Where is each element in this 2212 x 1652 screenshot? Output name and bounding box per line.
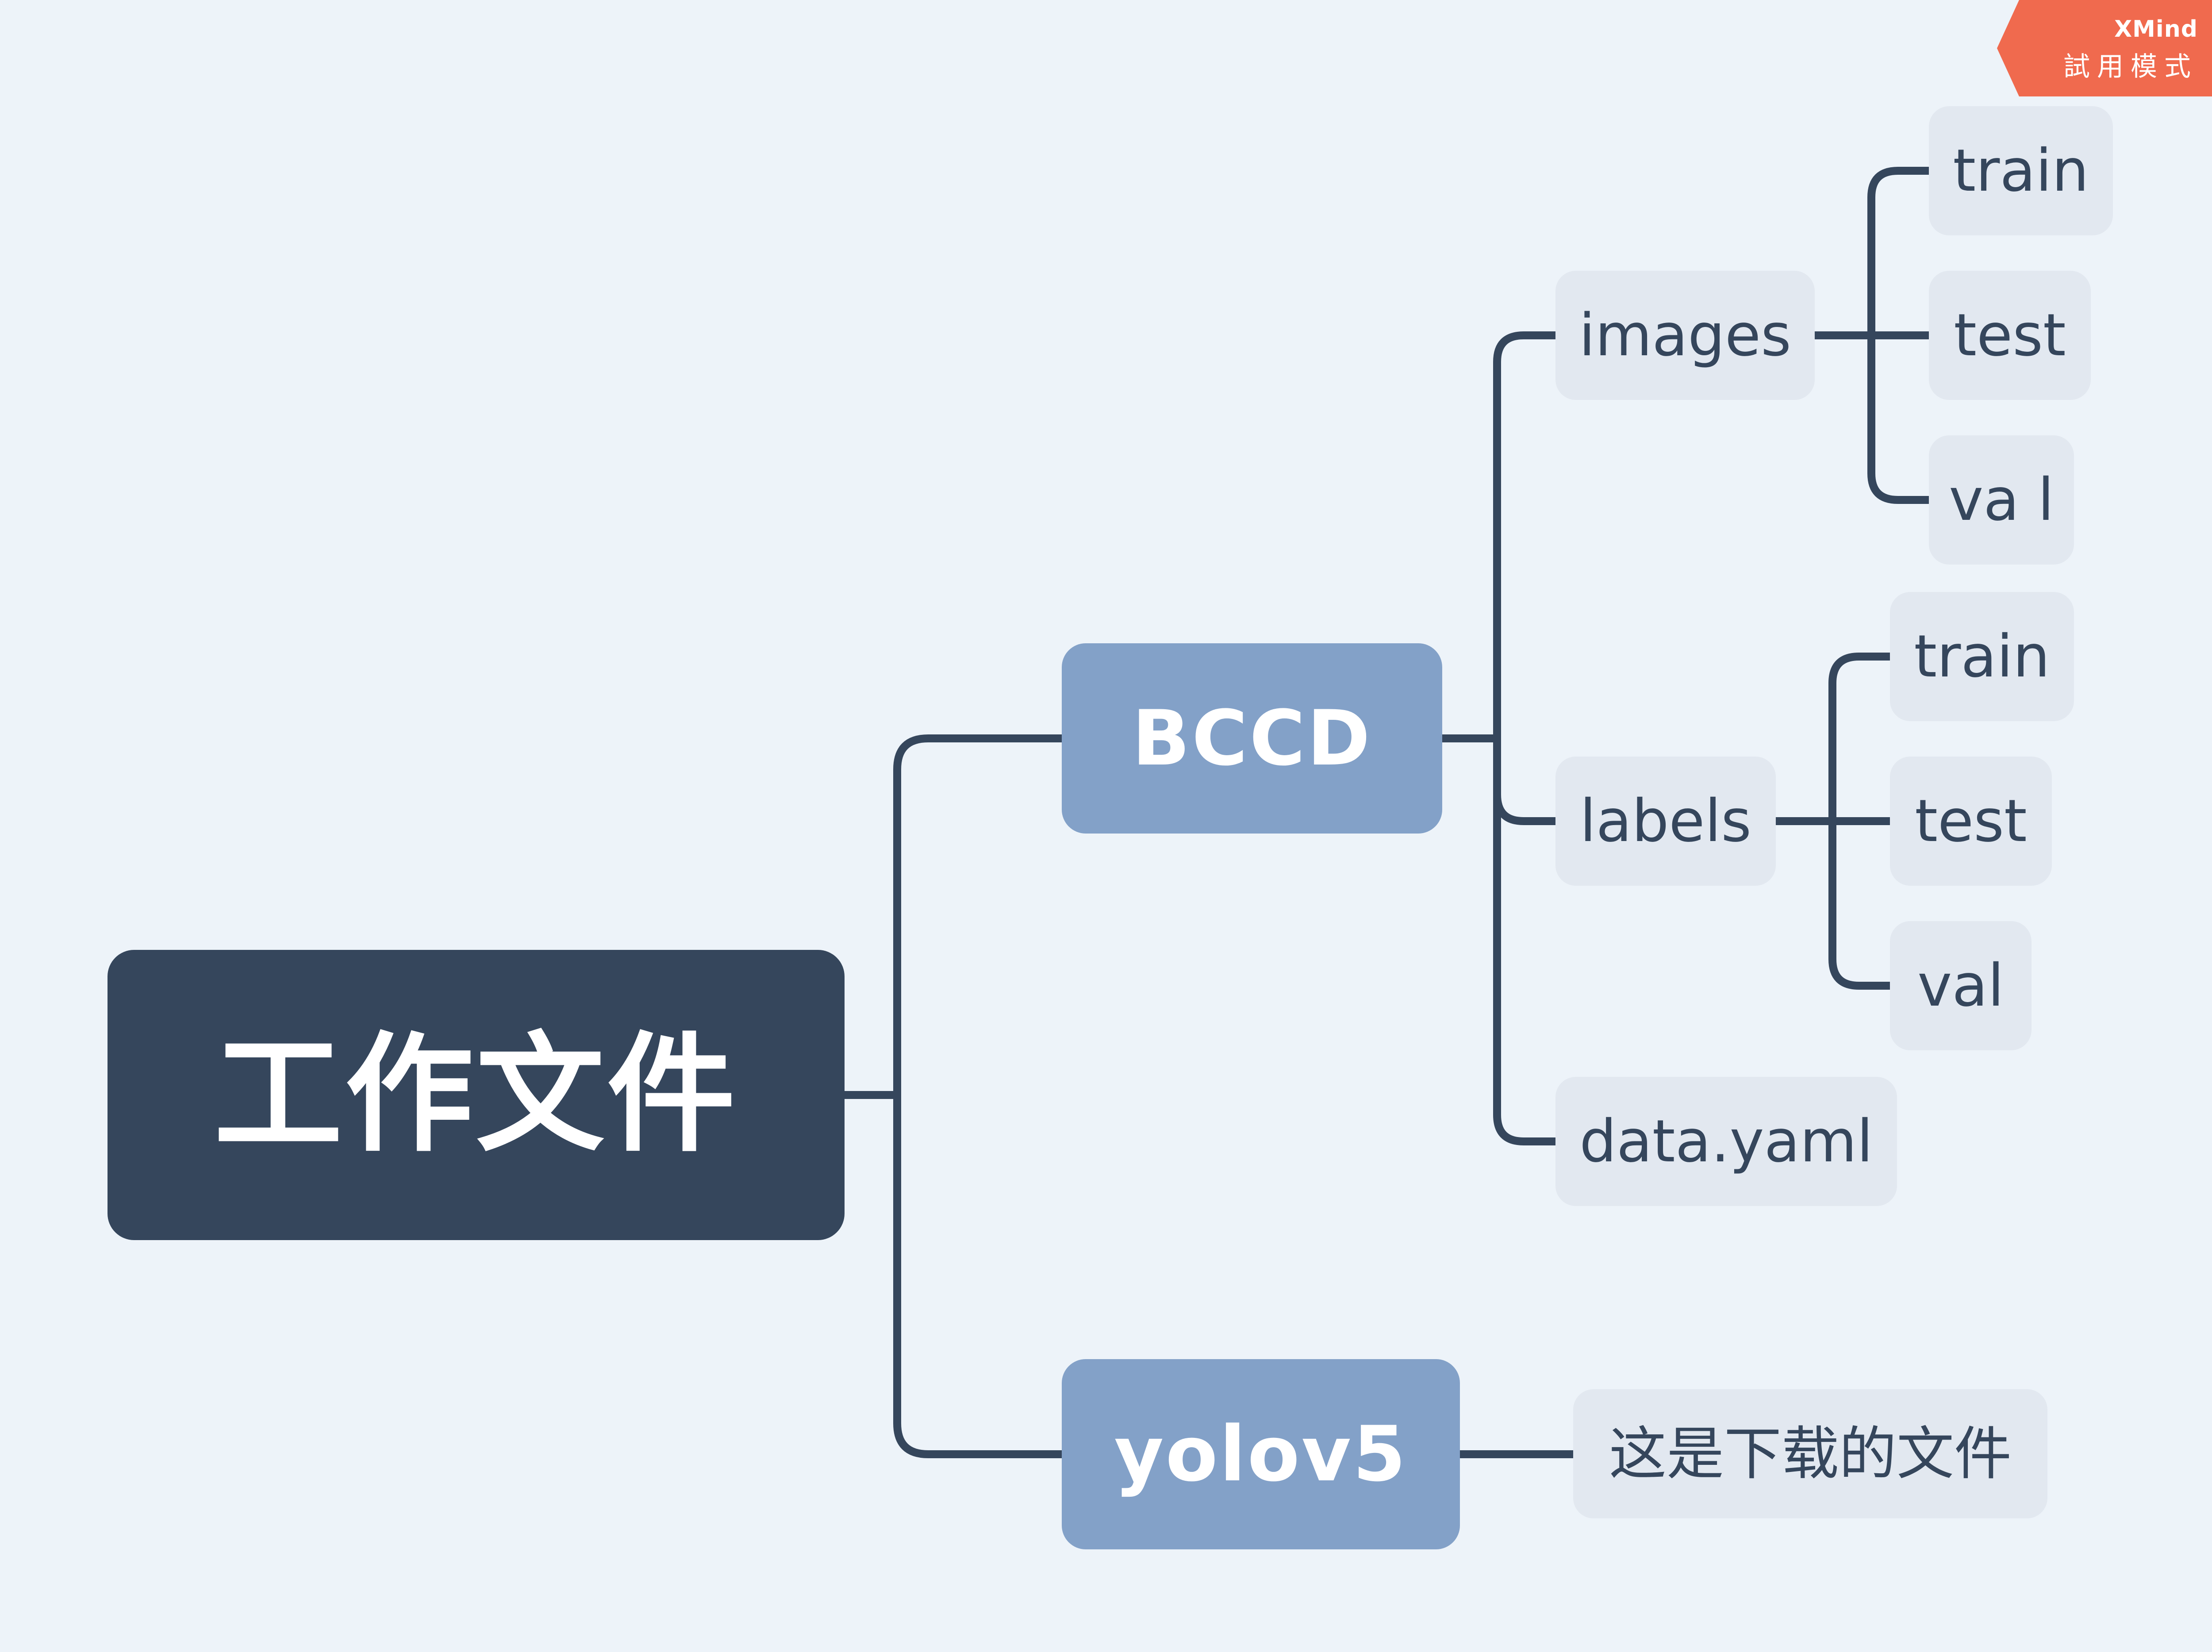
subtopic-data-yaml-label: data.yaml (1579, 1107, 1873, 1176)
trial-badge-brand: XMind (2114, 16, 2198, 42)
main-topic-yolov5[interactable]: yolov5 (1062, 1359, 1460, 1549)
main-topic-bccd-label: BCCD (1132, 694, 1372, 783)
subtopic-labels-test[interactable]: test (1890, 757, 2052, 886)
subtopic-yolov5-note-label: 这是下载的文件 (1609, 1420, 2012, 1487)
subtopic-labels-val-label: val (1917, 952, 2004, 1020)
main-topic-yolov5-label: yolov5 (1114, 1410, 1408, 1498)
subtopic-images-test-label: test (1954, 301, 2066, 369)
subtopic-images-val-label: va l (1949, 466, 2054, 534)
subtopic-images-val[interactable]: va l (1929, 435, 2074, 565)
subtopic-images-label: images (1579, 301, 1791, 369)
subtopic-yolov5-note[interactable]: 这是下载的文件 (1573, 1389, 2047, 1518)
subtopic-labels-test-label: test (1915, 787, 2027, 855)
subtopic-labels-label: labels (1579, 787, 1751, 855)
subtopic-images-test[interactable]: test (1929, 271, 2091, 400)
root-topic[interactable]: 工作文件 (108, 950, 845, 1240)
connector-bccd-labels (1493, 791, 1559, 825)
subtopic-labels-train[interactable]: train (1890, 592, 2074, 721)
subtopic-labels-val[interactable]: val (1890, 921, 2032, 1050)
subtopic-images-train[interactable]: train (1929, 106, 2113, 235)
subtopic-labels-train-label: train (1914, 622, 2050, 691)
connector-root-bccd (893, 734, 1066, 1458)
connector-bccd-images (1493, 331, 1559, 1145)
subtopic-images-train-label: train (1953, 137, 2089, 205)
trial-mode-badge[interactable]: XMind 試用模式 (1997, 0, 2212, 96)
subtopic-images[interactable]: images (1555, 271, 1815, 400)
root-topic-label: 工作文件 (214, 1020, 738, 1169)
trial-badge-mode: 試用模式 (2063, 51, 2198, 82)
main-topic-bccd[interactable]: BCCD (1062, 643, 1442, 834)
subtopic-data-yaml[interactable]: data.yaml (1555, 1077, 1897, 1206)
subtopic-labels[interactable]: labels (1555, 757, 1776, 886)
